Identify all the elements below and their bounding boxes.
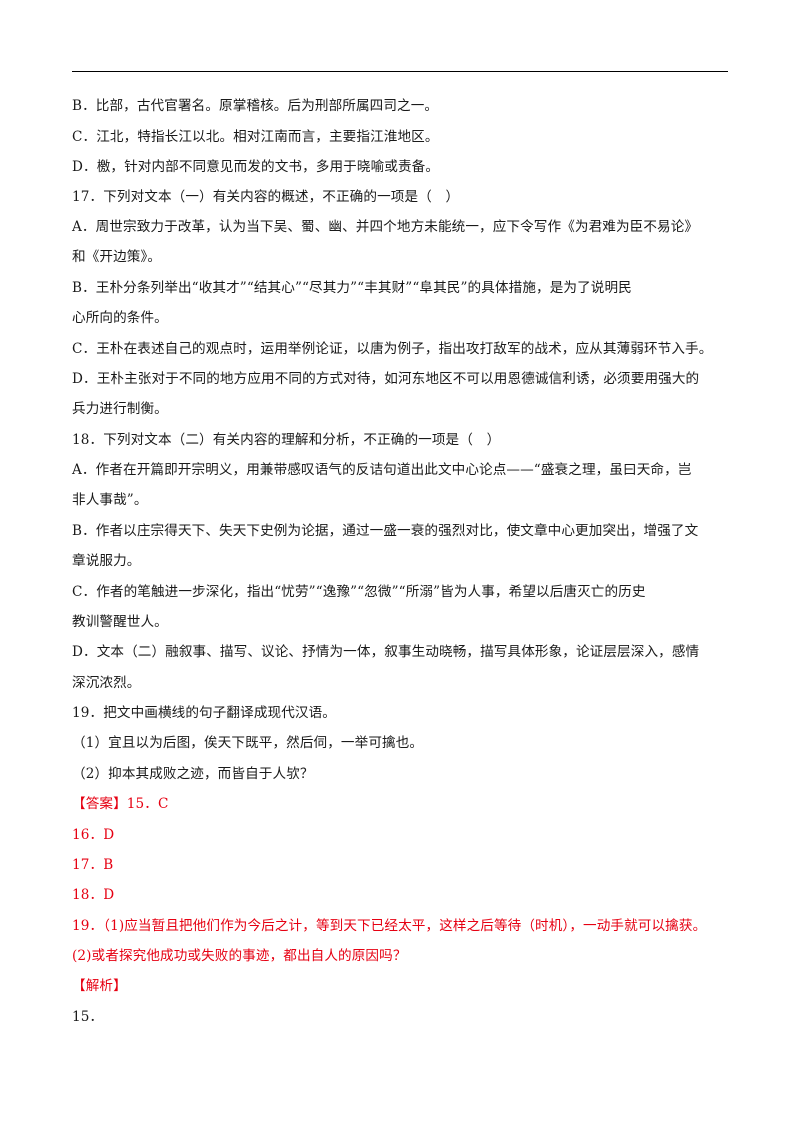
q18-option-c-cont: 教训警醒世人。 bbox=[72, 614, 168, 630]
analysis-15: 15． bbox=[72, 1009, 104, 1025]
answer-19-part-2: (2)或者探究他成功或失败的事迹，都出自人的原因吗？ bbox=[72, 948, 407, 964]
option-d-text: D．檄，针对内部不同意见而发的文书，多用于晓喻或责备。 bbox=[72, 159, 440, 175]
question-19: 19．把文中画横线的句子翻译成现代汉语。 bbox=[72, 705, 336, 721]
q19-sentence-1: （1）宜且以为后图，俟天下既平，然后伺，一举可擒也。 bbox=[72, 735, 424, 751]
q19-sentence-2: （2）抑本其成败之迹，而皆自于人欤？ bbox=[72, 766, 314, 782]
q17-option-b-cont: 心所向的条件。 bbox=[72, 310, 168, 326]
q18-option-b-cont: 章说服力。 bbox=[72, 553, 141, 569]
q17-option-c: C．王朴在表述自己的观点时，运用举例论证，以唐为例子，指出攻打敌军的战术，应从其… bbox=[72, 341, 713, 357]
q18-option-d: D．文本（二）融叙事、描写、议论、抒情为一体，叙事生动晓畅，描写具体形象，论证层… bbox=[72, 644, 700, 660]
option-b-text: B．比部，古代官署名。原掌稽核。后为刑部所属四司之一。 bbox=[72, 98, 439, 114]
q18-option-b: B．作者以庄宗得天下、失天下史例为论据，通过一盛一衰的强烈对比，使文章中心更加突… bbox=[72, 523, 699, 539]
analysis-heading: 【解析】 bbox=[72, 978, 127, 994]
q18-option-d-cont: 深沉浓烈。 bbox=[72, 675, 141, 691]
q17-option-d: D．王朴主张对于不同的地方应用不同的方式对待，如河东地区不可以用恩德诚信利诱，必… bbox=[72, 371, 700, 387]
header-rule bbox=[72, 71, 728, 72]
answer-18: 18．D bbox=[72, 887, 115, 903]
q17-option-b: B．王朴分条列举出“收其才”“结其心”“尽其力”“丰其财”“阜其民”的具体措施，… bbox=[72, 280, 632, 296]
q18-option-c: C．作者的笔触进一步深化，指出“忧劳”“逸豫”“忽微”“所溺”皆为人事，希望以后… bbox=[72, 584, 646, 600]
answer-19-part-1: 19．（1)应当暂且把他们作为今后之计，等到天下已经太平，这样之后等待（时机），… bbox=[72, 918, 707, 934]
q18-option-a-cont: 非人事哉”。 bbox=[72, 492, 148, 508]
q17-option-d-cont: 兵力进行制衡。 bbox=[72, 401, 168, 417]
answer-heading: 【答案】15．C bbox=[72, 796, 169, 812]
option-c-text: C．江北，特指长江以北。相对江南而言，主要指江淮地区。 bbox=[72, 129, 439, 145]
answer-16: 16．D bbox=[72, 827, 115, 843]
q17-option-a: A．周世宗致力于改革，认为当下吴、蜀、幽、并四个地方未能统一，应下令写作《为君难… bbox=[72, 219, 699, 235]
question-18: 18．下列对文本（二）有关内容的理解和分析，不正确的一项是（ ） bbox=[72, 432, 501, 448]
question-17: 17．下列对文本（一）有关内容的概述，不正确的一项是（ ） bbox=[72, 189, 460, 205]
q18-option-a: A．作者在开篇即开宗明义，用兼带感叹语气的反诘句道出此文中心论点——“盛衰之理，… bbox=[72, 462, 692, 478]
answer-17: 17．B bbox=[72, 857, 114, 873]
q17-option-a-cont: 和《开边策》。 bbox=[72, 249, 162, 265]
